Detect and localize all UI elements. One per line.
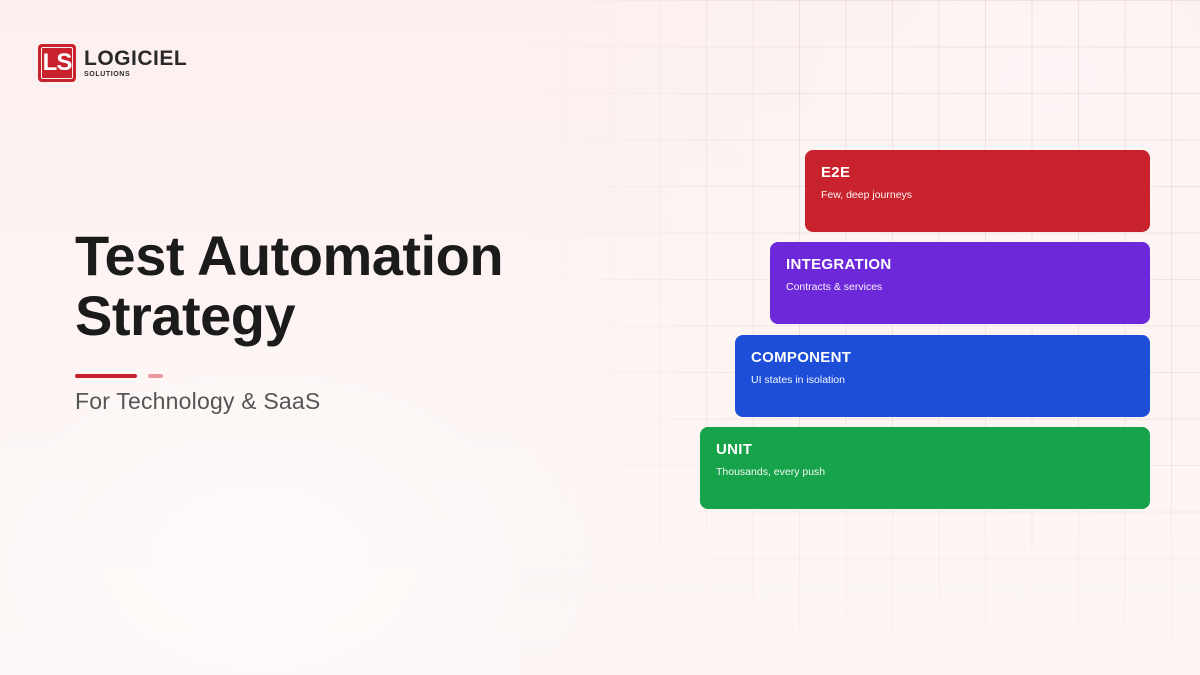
pyramid-layer-component: COMPONENT UI states in isolation [735, 335, 1150, 417]
page-subtitle: For Technology & SaaS [75, 388, 321, 414]
brand-name: LOGICIEL [84, 47, 188, 70]
brand-logo: LS LOGICIEL SOLUTIONS [38, 44, 187, 82]
layer-description: Few, deep journeys [821, 189, 913, 201]
brand-tagline: SOLUTIONS [84, 71, 131, 78]
layer-description: Thousands, every push [716, 466, 826, 478]
ls-logo-icon: LS [38, 44, 76, 82]
pyramid-layer-unit: UNIT Thousands, every push [700, 427, 1150, 509]
layer-description: UI states in isolation [751, 374, 845, 386]
pyramid-layer-integration: INTEGRATION Contracts & services [770, 242, 1150, 324]
logo-wordmark: LOGICIEL SOLUTIONS [84, 48, 187, 78]
pyramid-layer-e2e: E2E Few, deep journeys [805, 150, 1150, 232]
layer-name: UNIT [716, 441, 753, 458]
layer-description: Contracts & services [786, 281, 883, 293]
layer-name: COMPONENT [751, 349, 852, 366]
layer-name: E2E [821, 164, 851, 181]
layer-name: INTEGRATION [786, 256, 892, 273]
title-accent-dot [148, 374, 163, 378]
page-title: Test Automation Strategy [75, 224, 504, 347]
title-accent-bar [75, 374, 137, 378]
